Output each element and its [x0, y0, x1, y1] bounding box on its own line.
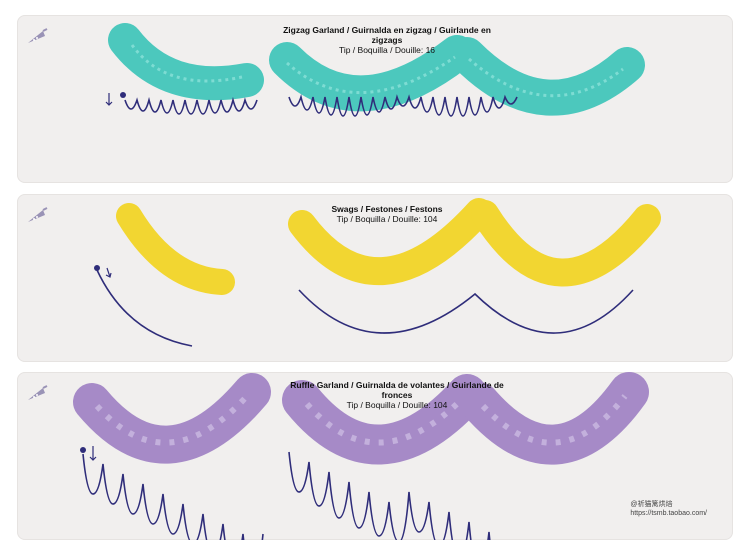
swag-sample-small — [116, 203, 235, 295]
ruffle-guide-line-small — [82, 453, 264, 540]
section-title-block: Swags / Festones / Festons Tip / Boquill… — [277, 204, 497, 224]
section-title: Zigzag Garland / Guirnalda en zigzag / G… — [283, 25, 491, 45]
piping-bag-icon — [28, 207, 48, 222]
swags-panel: Swags / Festones / Festons Tip / Boquill… — [17, 194, 733, 362]
watermark: @祈猫篱烘焙 https://tsmb.taobao.com/ — [630, 500, 707, 518]
zigzag-garland-sample-right — [449, 37, 645, 116]
piping-bag-icon — [28, 385, 48, 400]
tip-label: Tip / Boquilla / Douille: 104 — [346, 400, 448, 410]
ruffle-garland-sample-right — [459, 372, 649, 465]
tip-label: Tip / Boquilla / Douille: 104 — [336, 214, 438, 224]
section-title: Ruffle Garland / Guirnalda de volantes /… — [290, 380, 504, 400]
swag-guide-line-small — [96, 269, 193, 347]
watermark-line2: https://tsmb.taobao.com/ — [630, 510, 707, 517]
section-title: Swags / Festones / Festons — [331, 204, 443, 214]
tip-label: Tip / Boquilla / Douille: 16 — [338, 45, 436, 55]
watermark-line1: @祈猫篱烘焙 — [630, 501, 673, 508]
ruffle-garland-panel: Ruffle Garland / Guirnalda de volantes /… — [17, 372, 733, 540]
section-title-block: Zigzag Garland / Guirnalda en zigzag / G… — [277, 25, 497, 55]
ruffle-guide-line-large — [288, 451, 491, 540]
zigzag-guide-line-small — [124, 96, 258, 115]
piping-bag-icon — [28, 28, 48, 43]
zigzag-garland-panel: Zigzag Garland / Guirnalda en zigzag / G… — [17, 15, 733, 183]
ruffle-garland-sample-small — [73, 373, 271, 464]
swag-guide-line-large — [298, 289, 634, 334]
zigzag-garland-sample-small — [108, 23, 264, 101]
zigzag-guide-line-large — [288, 94, 518, 117]
section-title-block: Ruffle Garland / Guirnalda de volantes /… — [287, 380, 507, 410]
swag-sample-left — [288, 198, 493, 285]
swag-sample-right — [471, 200, 661, 287]
